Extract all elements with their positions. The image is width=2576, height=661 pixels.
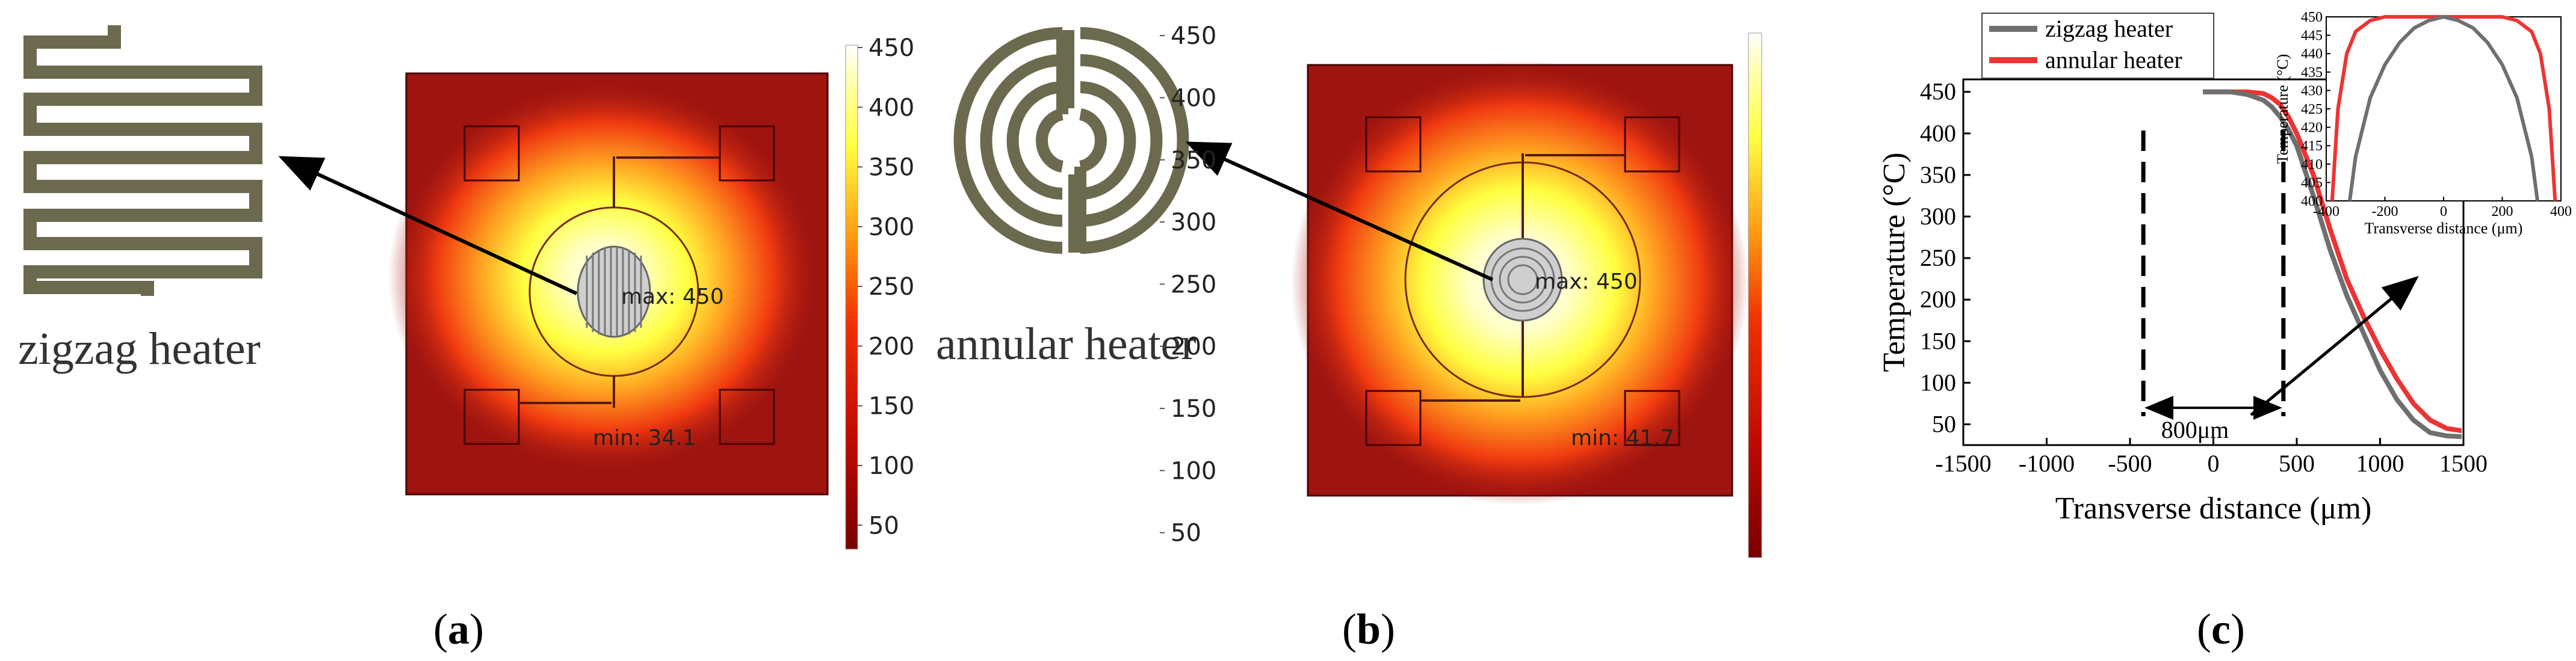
legend-label-zigzag: zigzag heater (2045, 15, 2173, 42)
y-tick-label: 50 (1932, 410, 1956, 437)
colorbar-tick-label-b: 350 (1171, 147, 1216, 174)
x-tick-label: -500 (2108, 450, 2152, 477)
inset-y-tick-label: 445 (2301, 28, 2323, 44)
legend: zigzag heater annular heater (1981, 13, 2214, 79)
colorbar-tick-label-a: 400 (868, 94, 914, 121)
y-axis-title: Temperature (°C) (1877, 152, 1912, 372)
inset-y-tick-label: 440 (2301, 46, 2323, 62)
colorbar-b (1748, 32, 1762, 558)
panel-label-a: (a) (433, 605, 484, 653)
colorbar-tick-label-a: 150 (868, 393, 914, 420)
colorbar-tick-label-a: 300 (868, 214, 914, 241)
max-label-b: max: 450 (1535, 269, 1638, 294)
zigzag-heater-icon (23, 25, 262, 296)
min-label-b: min: 41.7 (1571, 426, 1674, 450)
series-group (2203, 89, 2462, 440)
heater-core-lines-a (586, 247, 642, 336)
pointer-arrow-b (1185, 141, 1494, 281)
colorbar-tick-label-b: 50 (1171, 520, 1201, 547)
panel-c: -1500 -1000 -500 0 500 1000 1500 50 100 150 200 250… (1877, 10, 2572, 653)
colorbar-tick-label-b: 200 (1171, 333, 1216, 361)
inset-x-tick-label: -200 (2372, 204, 2398, 220)
colorbar-tick-label-b: 100 (1171, 457, 1216, 485)
y-tick-label: 150 (1920, 327, 1956, 354)
x-tick-label: 0 (2208, 450, 2220, 477)
colorbar-tick-label-a: 100 (868, 452, 914, 480)
panel-a: zigzag heater max: 450 min: 34.1 450 400 3… (18, 25, 914, 653)
inset-y-tick-label: 450 (2301, 10, 2323, 25)
inset-x-tick-label: 0 (2440, 204, 2447, 220)
panel-label-c: (c) (2197, 605, 2245, 653)
colorbar-tick-label-b: 300 (1171, 209, 1216, 236)
colorbar-tick-label-b: 150 (1171, 395, 1216, 423)
inset-y-tick-label: 420 (2301, 120, 2323, 136)
inset-temperature-plot: -400 -200 0 200 400 400 405 410 415 420 425 430 435 4… (2274, 10, 2572, 237)
pointer-arrow-c (2250, 275, 2419, 416)
inset-x-tick-label: -400 (2313, 204, 2339, 220)
inset-y-tick-label: 430 (2301, 83, 2323, 99)
colorbar-ticks-a: 450 400 350 300 250 200 150 100 50 (858, 34, 914, 540)
main-temperature-plot: -1500 -1000 -500 0 500 1000 1500 50 100 150 200 250… (1877, 13, 2488, 526)
annular-heater-caption: annular heater (936, 319, 1197, 369)
y-tick-label: 400 (1920, 120, 1956, 147)
colorbar-tick-label-b: 250 (1171, 271, 1216, 298)
inset-y-tick-label: 415 (2301, 138, 2323, 154)
inset-x-axis-title: Transverse distance (μm) (2365, 220, 2523, 237)
colorbar-a (845, 45, 858, 550)
x-tick-label: -1500 (1935, 450, 1991, 477)
inset-x-tick-label: 400 (2550, 204, 2572, 220)
annular-heater-icon (953, 27, 1189, 254)
y-tick-label: 250 (1920, 244, 1956, 271)
y-tick-label: 300 (1920, 203, 1956, 230)
series-line-zigzag (2203, 89, 2462, 440)
x-axis-title: Transverse distance (μm) (2055, 491, 2372, 526)
x-tick-label: 1500 (2439, 450, 2488, 477)
panel-b: annular heater max: 450 min: 41.7 450 400… (936, 22, 1762, 653)
inset-y-tick-label: 425 (2301, 102, 2323, 117)
inset-x-tick-label: 200 (2492, 204, 2513, 220)
y-tick-label: 200 (1920, 286, 1956, 313)
heater-core-b (1482, 238, 1563, 322)
colorbar-tick-label-a: 250 (868, 273, 914, 301)
inset-frame (2326, 16, 2562, 201)
pointer-arrow-a (278, 156, 578, 295)
colorbar-tick-label-a: 200 (868, 333, 914, 360)
zigzag-heater-caption: zigzag heater (18, 324, 261, 374)
span-annotation: 800μm (2161, 416, 2229, 443)
x-tick-label: -1000 (2019, 450, 2075, 477)
inset-y-tick-label: 405 (2301, 175, 2323, 191)
x-tick-label: 500 (2279, 450, 2315, 477)
y-tick-label: 350 (1920, 161, 1956, 188)
inset-series-line-zigzag (2348, 15, 2539, 201)
inset-y-tick-label: 410 (2301, 157, 2323, 173)
colorbar-tick-label-a: 350 (868, 154, 914, 182)
min-label-a: min: 34.1 (593, 426, 696, 450)
y-tick-label: 100 (1920, 369, 1956, 396)
colorbar-tick-label-a: 50 (868, 512, 899, 540)
x-tick-label: 1000 (2356, 450, 2404, 477)
colorbar-tick-label-b: 400 (1171, 84, 1216, 112)
colorbar-tick-label-a: 450 (868, 34, 914, 62)
panel-label-b: (b) (1342, 605, 1395, 653)
legend-label-annular: annular heater (2045, 46, 2182, 73)
legend-box (1981, 13, 2214, 79)
inset-y-tick-label: 435 (2301, 65, 2323, 81)
colorbar-tick-label-b: 450 (1171, 22, 1216, 50)
inset-y-tick-label: 400 (2301, 194, 2323, 209)
max-label-a: max: 450 (621, 284, 724, 309)
colorbar-ticks-b: 450 400 350 300 250 200 150 100 50 (1160, 22, 1216, 547)
y-tick-label: 450 (1920, 78, 1956, 105)
heater-core-a (577, 245, 651, 338)
inset-y-axis-title: Temperature (°C) (2274, 54, 2291, 164)
